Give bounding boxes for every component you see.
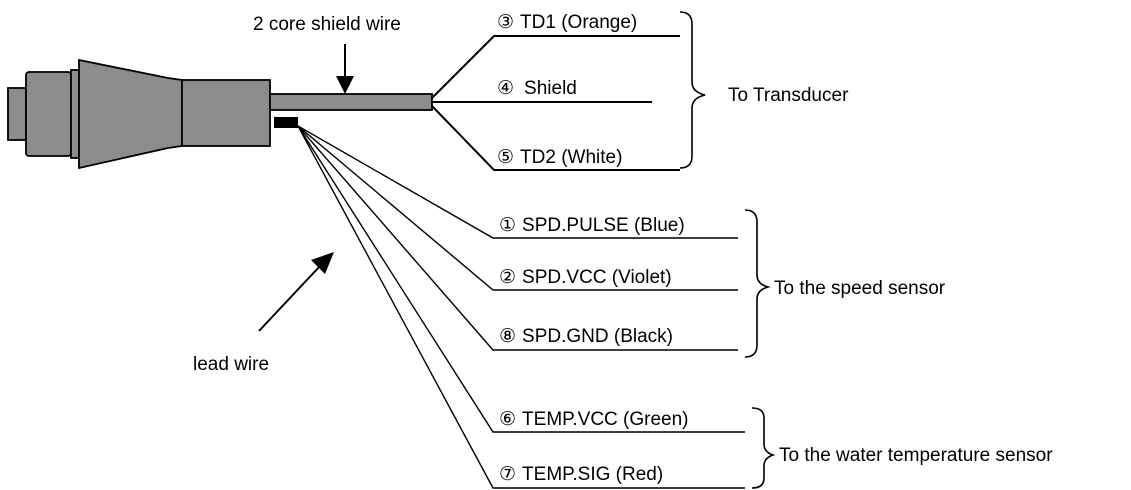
connector-boot xyxy=(78,58,183,170)
shield-cable xyxy=(269,93,433,111)
connector-nut xyxy=(25,71,72,157)
connector-ring xyxy=(70,69,80,159)
group-temp-label: To the water temperature sensor xyxy=(779,445,1053,466)
group-transducer-label: To Transducer xyxy=(728,85,849,106)
shield-cable-label: 2 core shield wire xyxy=(253,14,401,35)
connector-end-cap xyxy=(7,87,27,141)
temp-brace xyxy=(751,407,776,489)
connector-plug xyxy=(7,58,271,170)
connector-sleeve xyxy=(181,79,271,147)
transducer-brace xyxy=(679,11,706,169)
transducer-wires xyxy=(431,35,680,171)
speed-brace xyxy=(744,209,772,358)
lead-wire-arrow xyxy=(258,252,334,332)
lead-wire-bundle xyxy=(274,117,298,128)
group-speed-label: To the speed sensor xyxy=(774,278,946,299)
lead-wire-label: lead wire xyxy=(193,354,269,375)
lead-wires xyxy=(297,125,745,489)
shield-cable-arrow xyxy=(336,44,354,94)
